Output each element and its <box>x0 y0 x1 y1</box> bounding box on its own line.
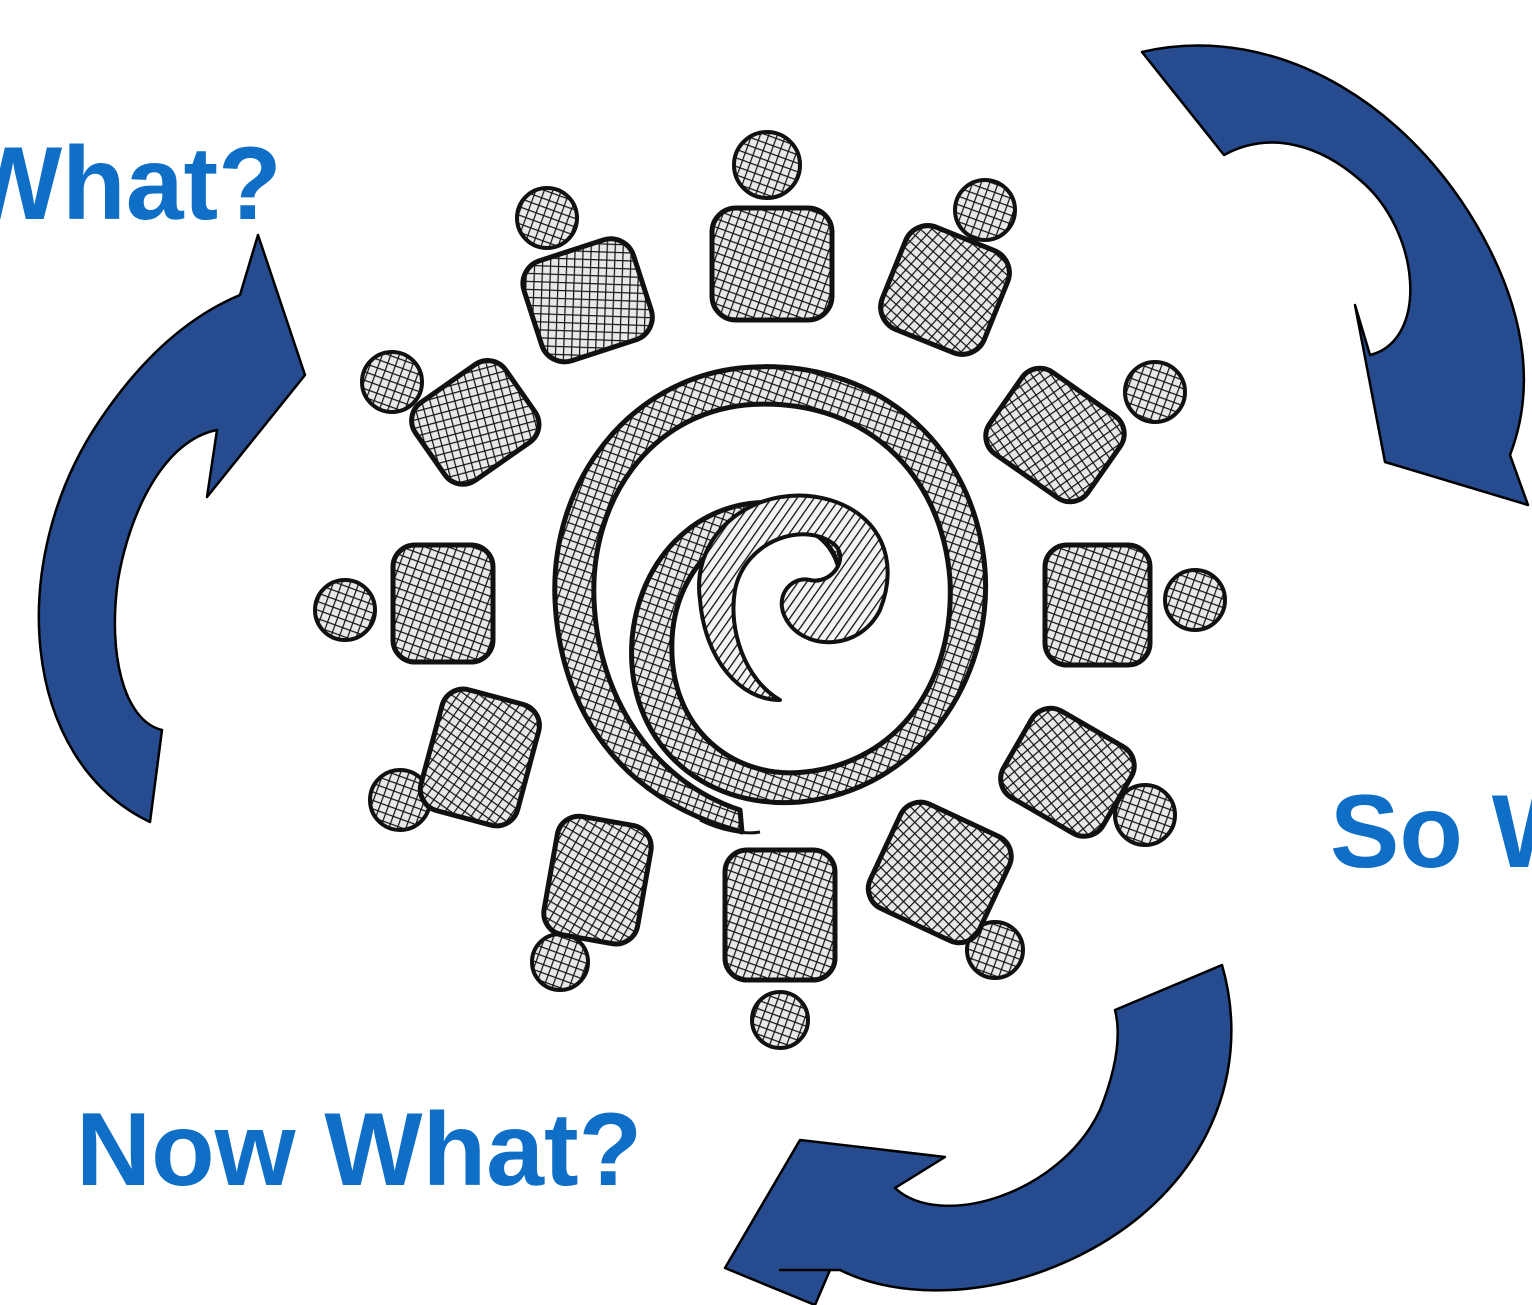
person-icon <box>878 178 1017 357</box>
person-icon <box>722 847 838 1050</box>
so-what-label: So What? <box>1330 774 1532 890</box>
spiral-outer-band <box>552 364 989 835</box>
person-icon <box>709 130 835 323</box>
cycle-arrow-top-right <box>1140 44 1530 507</box>
person-icon <box>368 686 542 832</box>
now-what-label: Now What? <box>76 1092 643 1208</box>
person-icon <box>865 799 1025 980</box>
participant-ring <box>313 130 1227 1050</box>
cycle-arrow-bottom <box>723 963 1233 1305</box>
person-icon <box>983 360 1187 505</box>
person-icon <box>1042 542 1227 668</box>
spiral-sketch <box>552 364 989 835</box>
what-label: What? <box>0 126 282 242</box>
person-icon <box>998 705 1177 847</box>
person-icon <box>530 813 654 992</box>
person-icon <box>515 186 655 365</box>
person-icon <box>360 350 542 487</box>
cycle-arrow-left <box>37 233 307 824</box>
person-icon <box>313 542 496 665</box>
spiral-inner-head <box>697 493 890 702</box>
